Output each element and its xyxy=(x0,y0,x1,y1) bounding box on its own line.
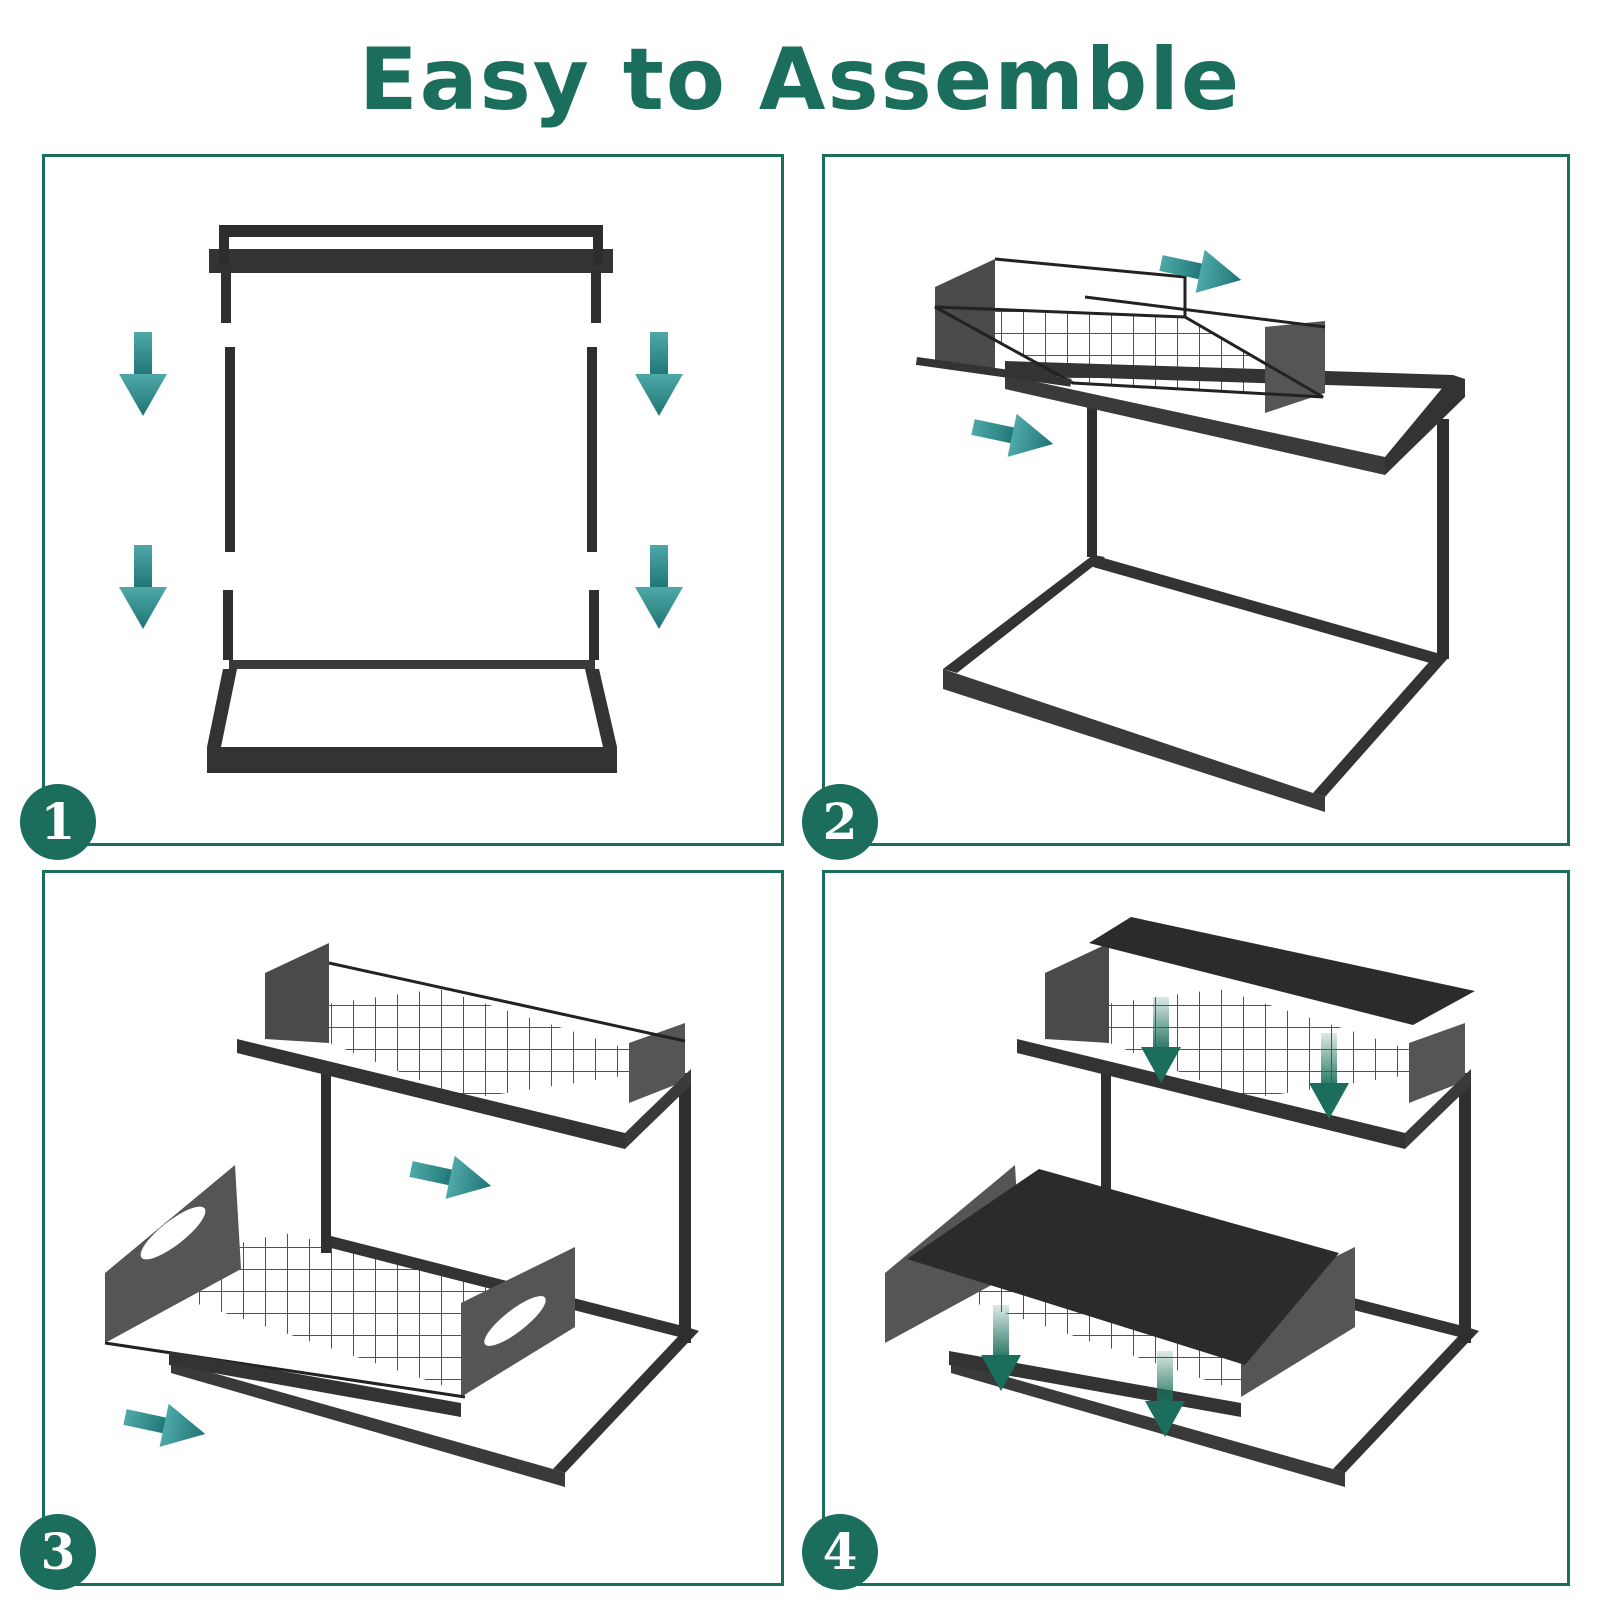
upper-basket xyxy=(1017,943,1471,1149)
upper-basket xyxy=(915,257,1326,413)
right-arrow-icon xyxy=(971,413,1054,457)
lower-shelf-mat xyxy=(907,1169,1339,1365)
right-arrow-icon xyxy=(409,1155,492,1199)
step-1-badge: 1 xyxy=(20,784,96,860)
down-arrow-icon xyxy=(1309,1033,1349,1119)
right-arrow-icon xyxy=(1159,249,1242,293)
upright-posts xyxy=(1087,407,1449,659)
step-1-panel xyxy=(42,154,784,846)
step-2-badge: 2 xyxy=(802,784,878,860)
step-3-panel xyxy=(42,870,784,1586)
lower-basket xyxy=(104,1165,575,1417)
top-frame xyxy=(209,225,613,273)
right-arrow-icon xyxy=(123,1403,206,1447)
down-arrow-icon xyxy=(1141,997,1181,1083)
upper-shelf-mat xyxy=(1089,917,1475,1025)
upright-posts xyxy=(321,1073,691,1343)
down-arrow-icon xyxy=(119,332,167,416)
down-arrow-icon xyxy=(981,1305,1021,1391)
step-3-illustration xyxy=(104,943,699,1487)
step-2-panel xyxy=(822,154,1570,846)
upper-basket xyxy=(237,943,691,1149)
step-3-badge: 3 xyxy=(20,1514,96,1590)
base-frame xyxy=(943,555,1449,812)
upright-posts xyxy=(1101,1073,1471,1343)
step-4-panel xyxy=(822,870,1570,1586)
down-arrow-icon xyxy=(119,545,167,629)
step-4-badge: 4 xyxy=(802,1514,878,1590)
upright-posts xyxy=(221,273,601,660)
page-title: Easy to Assemble xyxy=(358,30,1242,130)
down-arrow-icon xyxy=(1145,1351,1185,1437)
base-frame xyxy=(207,660,617,773)
step-4-illustration xyxy=(885,917,1479,1487)
step-2-illustration xyxy=(915,249,1465,812)
down-arrow-icon xyxy=(635,545,683,629)
step-1-illustration xyxy=(119,225,683,773)
down-arrow-icon xyxy=(635,332,683,416)
